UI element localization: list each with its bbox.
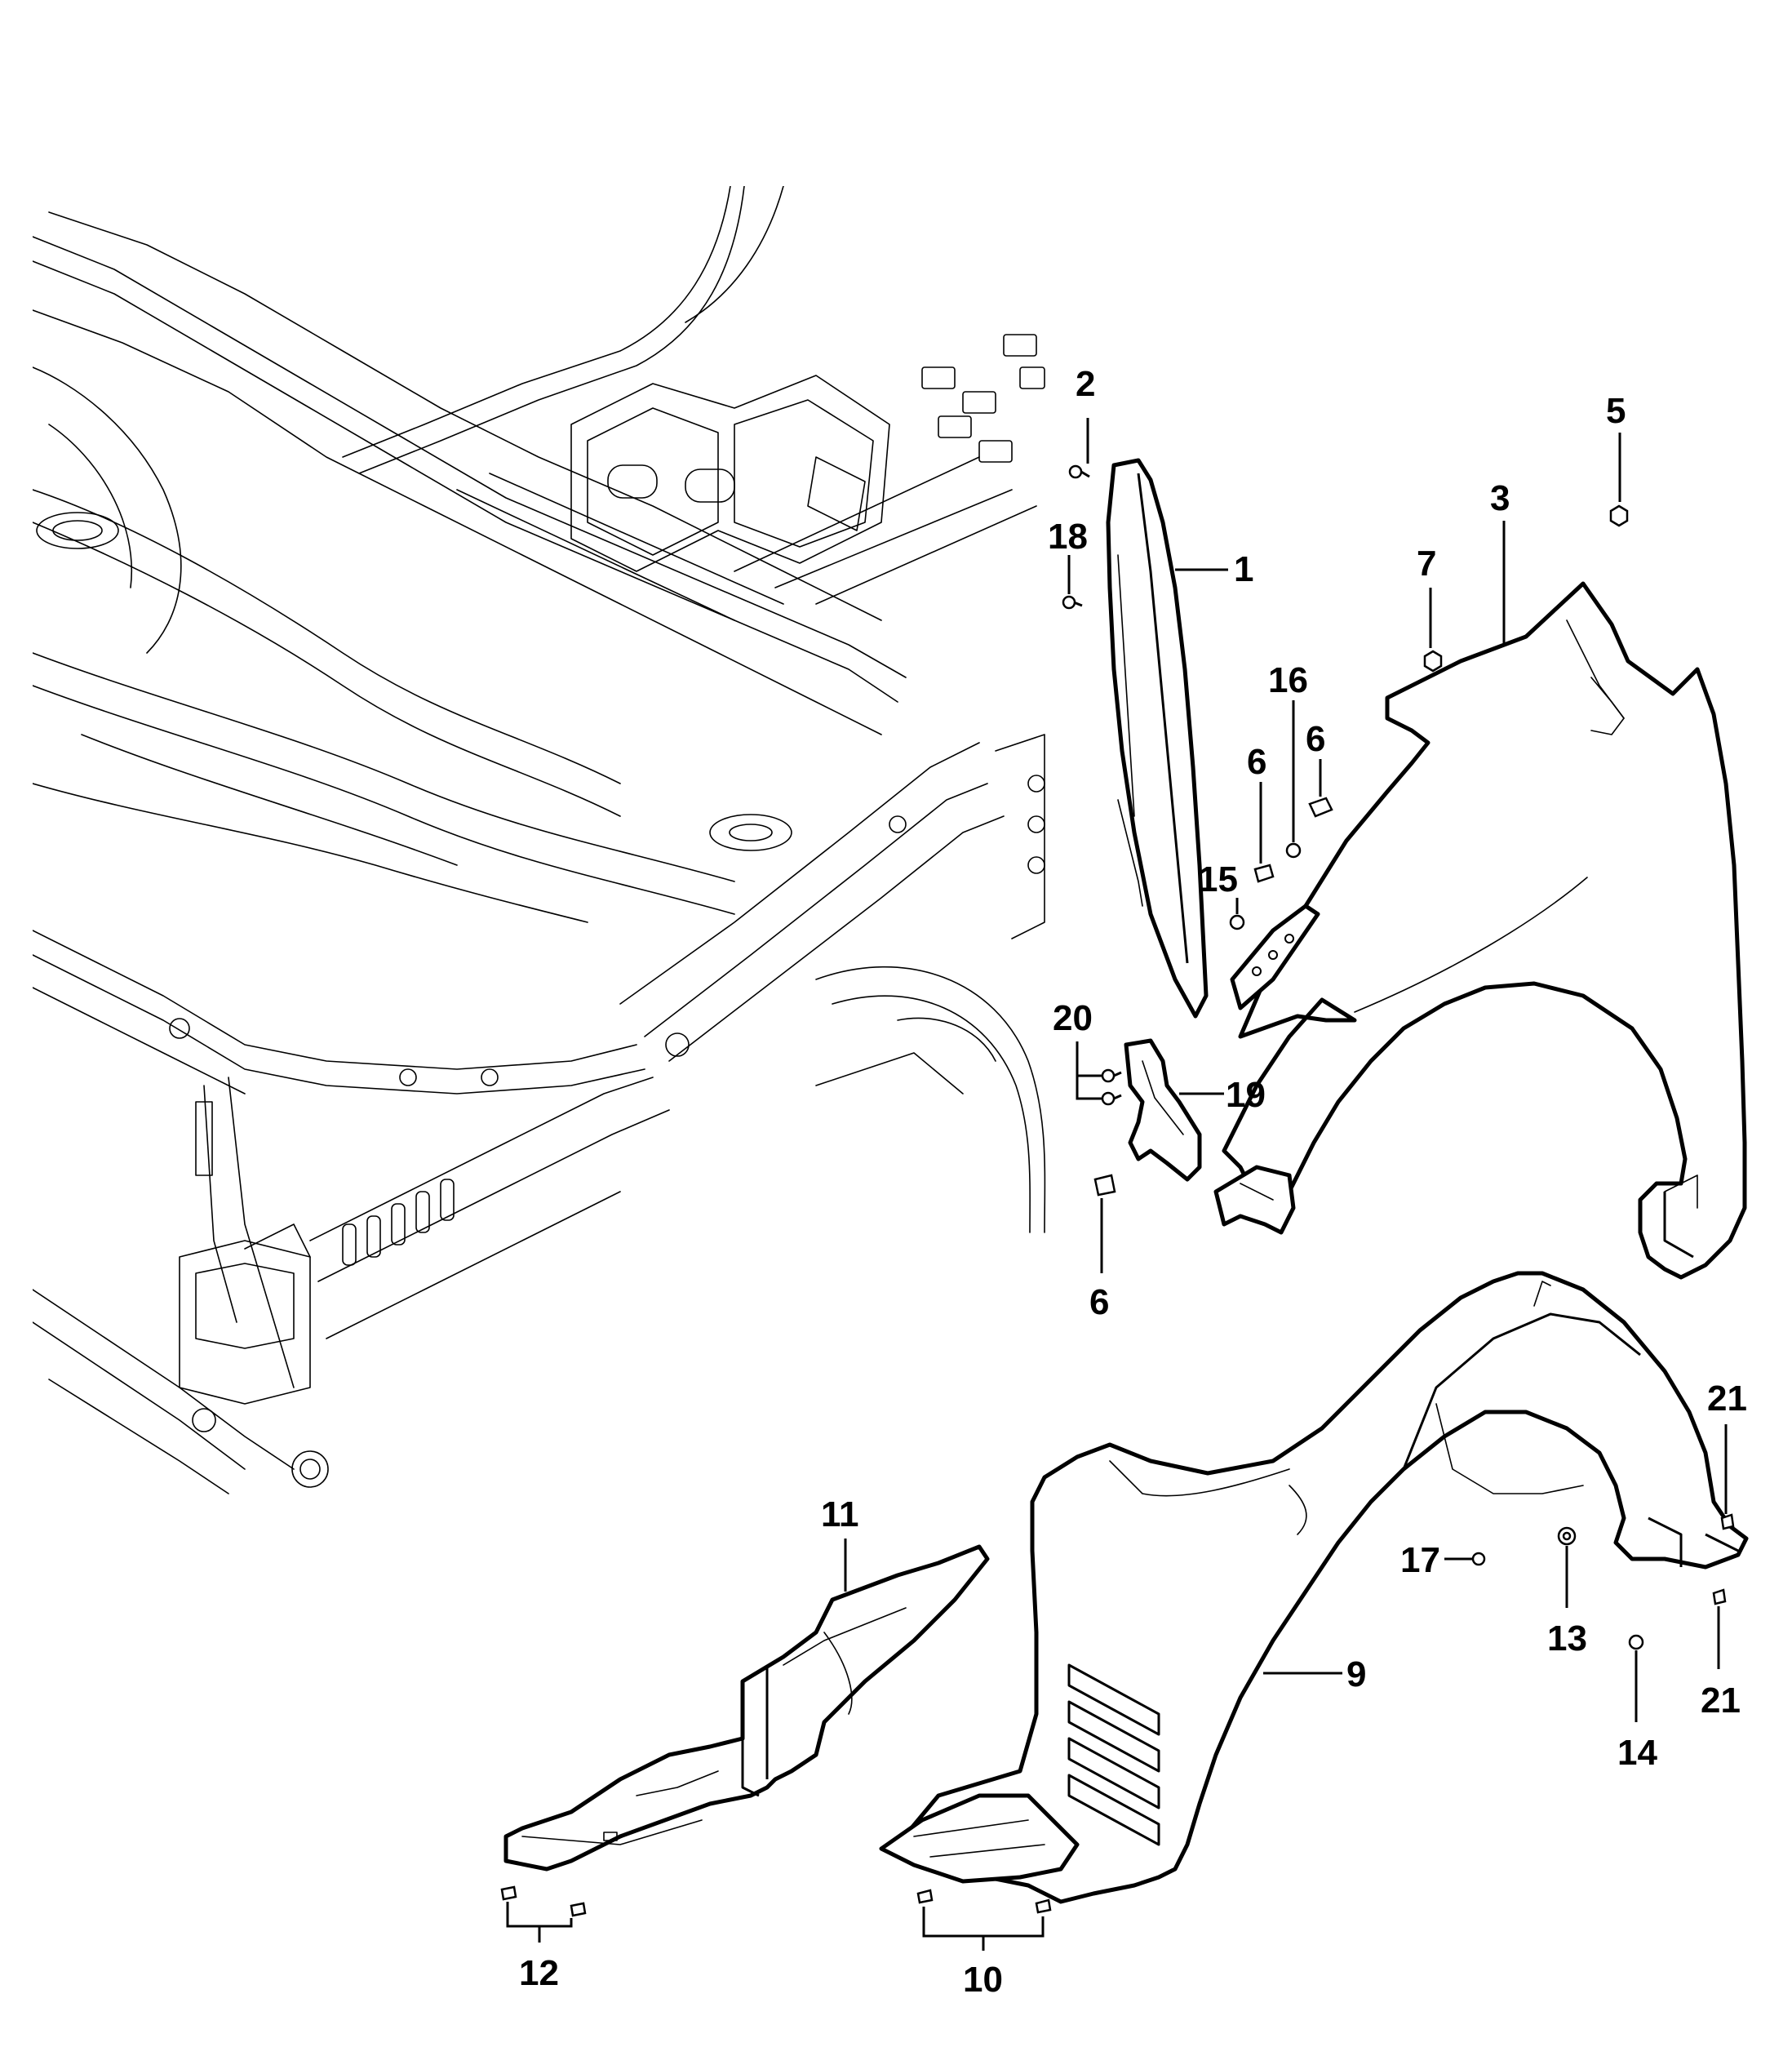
- callout-15: 15: [1198, 859, 1238, 899]
- callout-13: 13: [1547, 1619, 1587, 1658]
- fastener-16-nut: [1285, 842, 1302, 859]
- callout-14: 14: [1617, 1733, 1657, 1773]
- clip-21-upper: [1720, 1513, 1735, 1530]
- callout-2: 2: [1076, 364, 1095, 404]
- fastener-2-screw: [1068, 464, 1090, 479]
- callout-7: 7: [1417, 544, 1436, 584]
- part-1-fender-seal: [1106, 458, 1209, 1019]
- part-19-bracket: [1124, 1038, 1202, 1182]
- callout-6-middle: 6: [1247, 742, 1266, 782]
- callout-11: 11: [821, 1494, 859, 1534]
- part-11-lower-shield: [503, 1544, 990, 1872]
- clips-10: [916, 1889, 1052, 1914]
- fastener-5-nut: [1609, 504, 1629, 527]
- callout-19: 19: [1226, 1075, 1266, 1115]
- leader-lines: [506, 418, 1728, 1951]
- callout-12: 12: [519, 1953, 559, 1993]
- fastener-20-screws: [1101, 1068, 1122, 1106]
- callout-10: 10: [963, 1960, 1003, 2000]
- part-3-front-fender: [1213, 581, 1747, 1280]
- vehicle-body-structure: [33, 186, 1046, 1494]
- fastener-13-nut: [1557, 1526, 1577, 1546]
- fastener-14-screw: [1628, 1634, 1644, 1650]
- callout-16: 16: [1268, 660, 1308, 700]
- fastener-7-nut: [1423, 650, 1443, 673]
- callout-labels: 1 2 3 5 7 18 16 6 6 15 20 19 6 21 17 13 …: [519, 364, 1747, 2000]
- callout-20: 20: [1053, 998, 1093, 1038]
- callout-3: 3: [1490, 478, 1510, 518]
- clip-21-lower: [1712, 1588, 1727, 1605]
- callout-17: 17: [1400, 1540, 1440, 1580]
- callout-18: 18: [1048, 517, 1088, 557]
- clips-12: [500, 1885, 587, 1917]
- callout-21-upper: 21: [1707, 1379, 1747, 1419]
- fastener-18-screw: [1062, 595, 1083, 610]
- fastener-17-screw: [1465, 1552, 1486, 1566]
- callout-1: 1: [1234, 549, 1253, 589]
- fasteners: [500, 464, 1735, 1917]
- fastener-15-nut: [1229, 914, 1245, 930]
- callout-9: 9: [1346, 1654, 1366, 1694]
- callout-6-upper: 6: [1306, 719, 1325, 759]
- callout-5: 5: [1606, 391, 1626, 431]
- callout-21-lower: 21: [1701, 1681, 1741, 1721]
- part-9-wheelhouse-liner: [879, 1271, 1749, 1904]
- clip-6-upper: [1308, 797, 1333, 818]
- clip-6-lower: [1093, 1174, 1116, 1197]
- clip-6-middle: [1253, 864, 1275, 883]
- callout-6-lower: 6: [1089, 1282, 1109, 1322]
